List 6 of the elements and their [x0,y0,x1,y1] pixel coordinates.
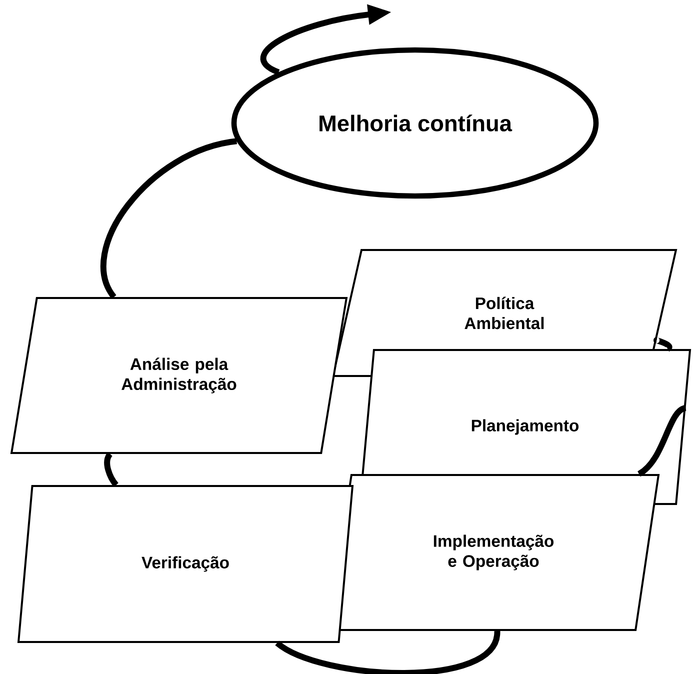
cycle-line [656,337,672,352]
cycle-line [637,405,687,476]
cycle-line [104,452,118,487]
cycle-line [275,630,500,674]
node-label: Planejamento [472,419,579,435]
cycle-line [100,138,238,299]
